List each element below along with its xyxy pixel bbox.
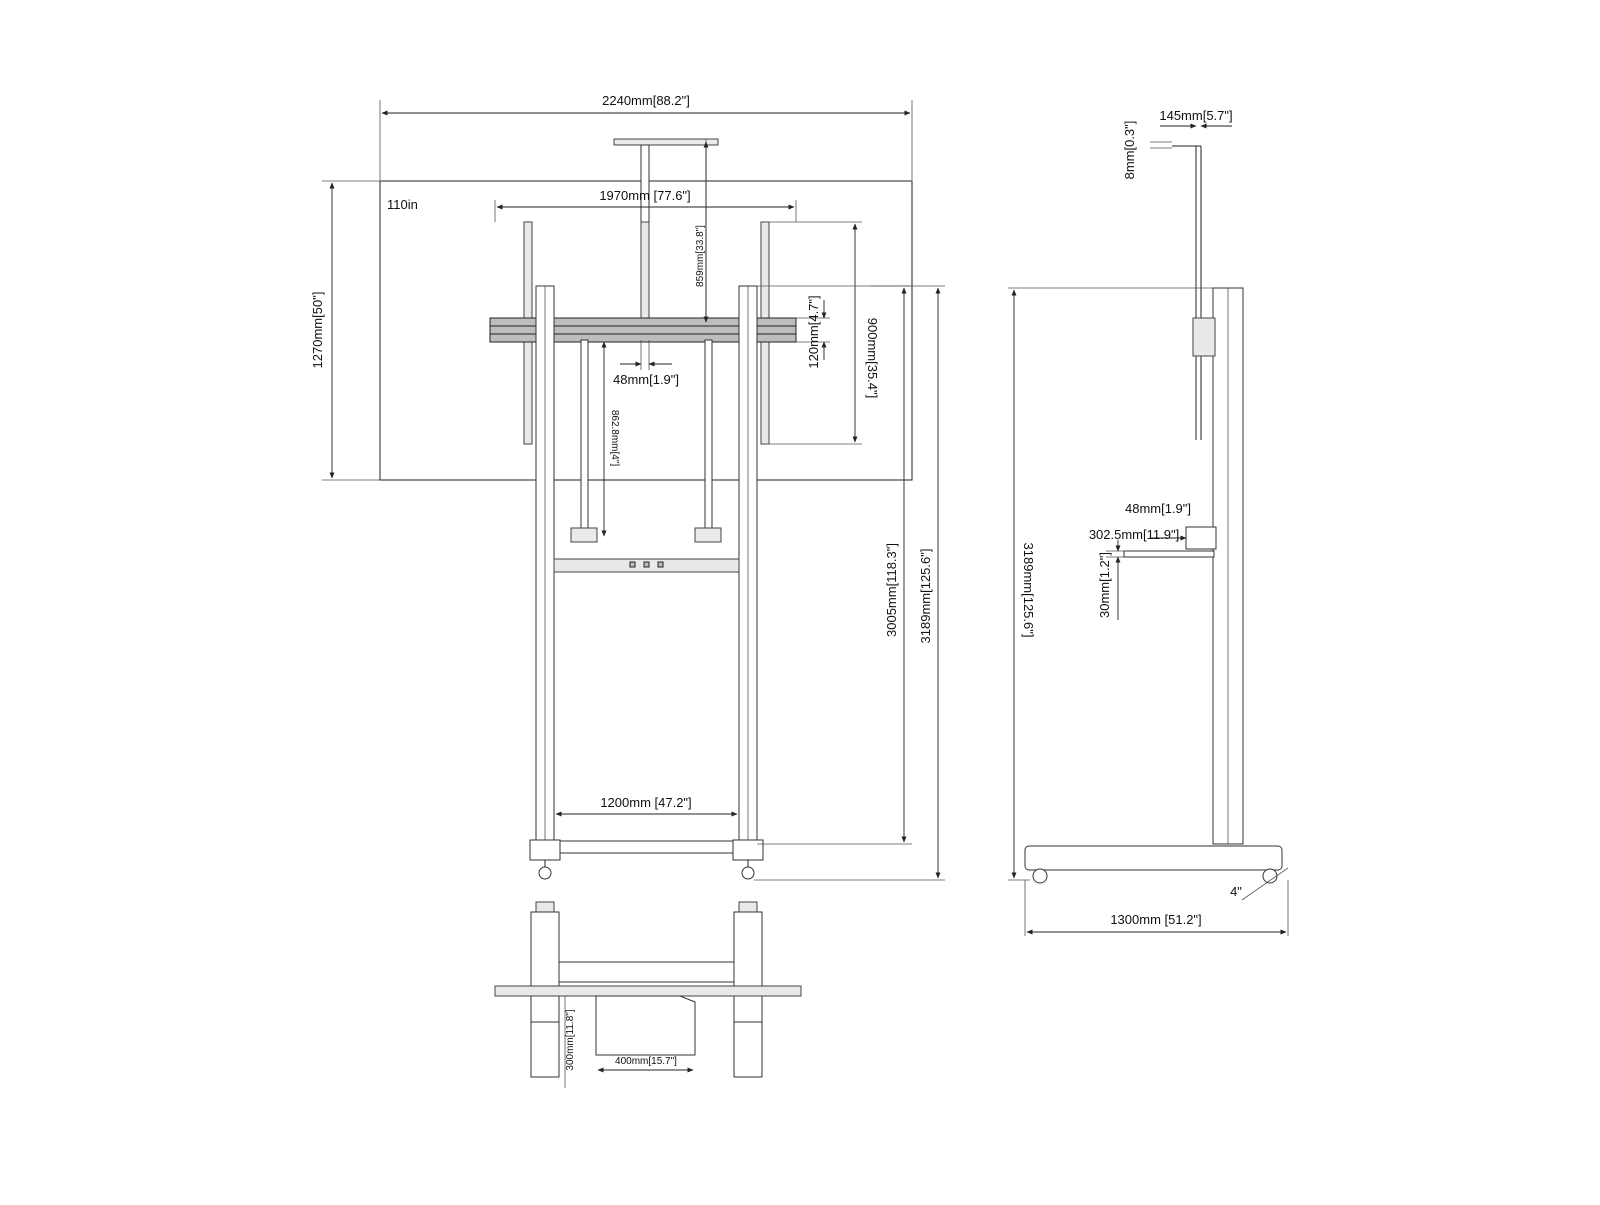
- dimension-859: 859mm[33.8"]: [695, 141, 709, 323]
- label-8: 8mm[0.3"]: [1122, 121, 1137, 180]
- label-400: 400mm[15.7"]: [615, 1056, 677, 1067]
- dimension-120: 120mm[4.7"]: [796, 295, 830, 369]
- label-48-front: 48mm[1.9"]: [613, 372, 679, 387]
- label-caster: 4": [1230, 884, 1242, 899]
- front-casters: [529, 839, 764, 880]
- label-1270: 1270mm[50"]: [310, 292, 325, 369]
- dimension-3189-front: 3189mm[125.6"]: [754, 285, 945, 881]
- label-300: 300mm[11.8"]: [565, 1009, 576, 1070]
- label-859: 859mm[33.8"]: [695, 225, 706, 287]
- label-900: 900mm[35.4"]: [865, 318, 880, 399]
- label-48-side: 48mm[1.9"]: [1125, 501, 1191, 516]
- screen-size-label: 110in: [387, 197, 418, 212]
- dimension-48-front: 48mm[1.9"]: [613, 340, 679, 387]
- lower-crossbar: [553, 840, 740, 854]
- label-3189-side: 3189mm[125.6"]: [1021, 543, 1036, 638]
- label-1970: 1970mm [77.6"]: [599, 188, 690, 203]
- label-862: 862.8mm[4"]: [609, 410, 620, 467]
- front-view: 2240mm[88.2"] 1270mm[50"] 110in: [310, 93, 945, 881]
- dimension-862: 862.8mm[4"]: [601, 341, 620, 537]
- hanging-brackets: [570, 339, 722, 543]
- dimension-1970: 1970mm [77.6"]: [494, 188, 797, 222]
- label-1300: 1300mm [51.2"]: [1110, 912, 1201, 927]
- dimension-3005: 3005mm[118.3"]: [757, 285, 912, 845]
- dimension-1270: 1270mm[50"]: [310, 180, 380, 481]
- label-30: 30mm[1.2"]: [1097, 552, 1112, 618]
- label-1200: 1200mm [47.2"]: [600, 795, 691, 810]
- crossbar-buttons: [629, 561, 664, 568]
- dimension-2240: 2240mm[88.2"]: [379, 93, 913, 180]
- label-2240: 2240mm[88.2"]: [602, 93, 690, 108]
- top-view: 300mm[11.8"] 400mm[15.7"]: [494, 901, 802, 1088]
- label-302: 302.5mm[11.9"]: [1089, 527, 1179, 542]
- label-145: 145mm[5.7"]: [1159, 108, 1232, 123]
- label-3189-front: 3189mm[125.6"]: [918, 549, 933, 644]
- side-view: 145mm[5.7"] 8mm[0.3"] 3189mm[125.6"] 48m…: [1008, 108, 1289, 936]
- dimension-1200: 1200mm [47.2"]: [555, 795, 738, 817]
- label-120: 120mm[4.7"]: [806, 295, 821, 368]
- label-3005: 3005mm[118.3"]: [884, 543, 899, 637]
- dimension-900: 900mm[35.4"]: [765, 221, 880, 445]
